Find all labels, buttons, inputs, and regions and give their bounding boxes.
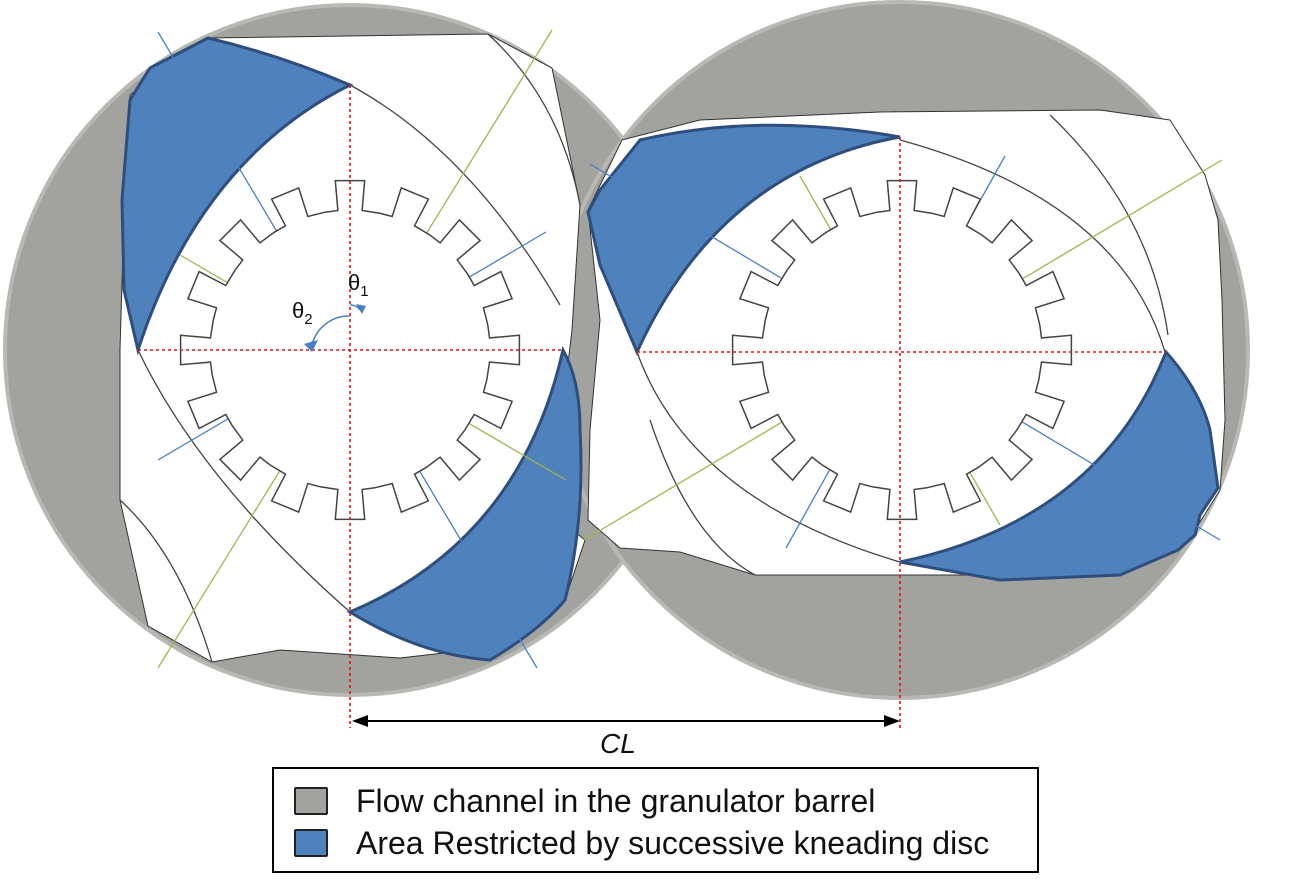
centerline-label: CL <box>600 728 636 759</box>
angle-marker-theta2 <box>311 315 351 346</box>
red-guide-lines <box>138 85 1166 728</box>
theta1-arrowhead <box>356 304 366 314</box>
theta2-label: θ2 <box>292 298 313 328</box>
legend-swatch-restricted <box>294 829 328 857</box>
legend-label-restricted: Area Restricted by successive kneading d… <box>356 824 990 861</box>
splined-shaft-right <box>731 179 1073 521</box>
legend-item-barrel: Flow channel in the granulator barrel <box>294 781 875 821</box>
legend-swatch-barrel <box>294 787 328 815</box>
centerline-dimension-arrow <box>352 715 900 727</box>
legend: Flow channel in the granulator barrel Ar… <box>272 767 1039 873</box>
legend-item-restricted: Area Restricted by successive kneading d… <box>294 823 989 863</box>
restricted-area-right <box>586 123 1220 582</box>
disc-arc-contours <box>119 33 1169 663</box>
legend-label-barrel: Flow channel in the granulator barrel <box>356 782 876 819</box>
theta1-label: θ1 <box>348 270 369 300</box>
theta2-arrowhead <box>304 340 318 352</box>
